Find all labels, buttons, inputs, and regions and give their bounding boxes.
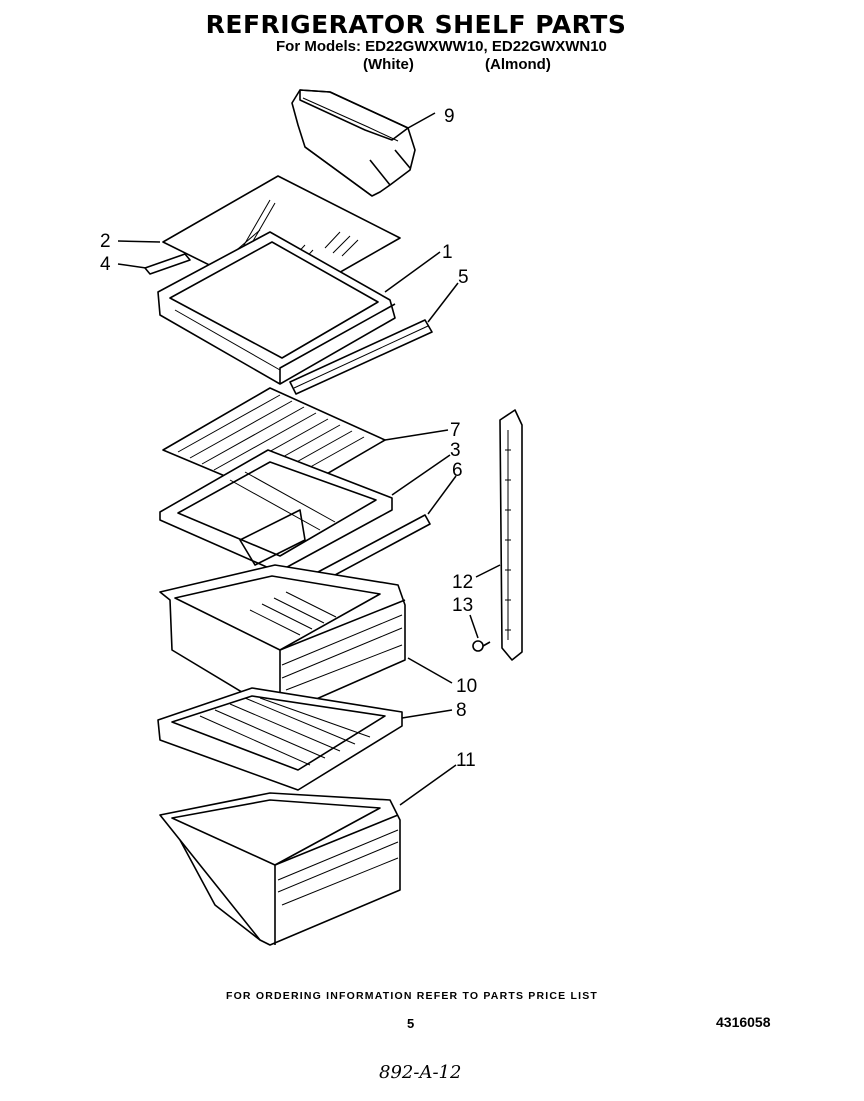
models-line: For Models: ED22GWXWW10, ED22GWXWN10 [276, 38, 607, 55]
handwritten-note: 892-A-12 [379, 1062, 462, 1083]
leader-lines [117, 112, 501, 806]
callout-12: 12 [452, 572, 473, 593]
part-5-trim-strip [289, 319, 433, 395]
part-9-door-bin [291, 89, 416, 197]
page-title: REFRIGERATOR SHELF PARTS [205, 10, 627, 39]
variant-white-label: (White) [363, 56, 414, 73]
part-10-crisper-drawer [159, 564, 406, 716]
part-3-crisper-cover-frame [159, 449, 393, 573]
callout-9: 9 [444, 106, 455, 127]
callout-6: 6 [452, 460, 463, 481]
part-12-shelf-rail [499, 409, 523, 661]
part-4-shelf-trim [144, 253, 191, 275]
callout-8: 8 [456, 700, 467, 721]
callout-13: 13 [452, 595, 473, 616]
callout-11: 11 [456, 750, 476, 771]
document-part-number: 4316058 [716, 1014, 771, 1030]
callout-1: 1 [442, 242, 453, 263]
part-13-screw [472, 640, 491, 652]
callout-10: 10 [456, 676, 477, 697]
variant-almond-label: (Almond) [485, 56, 551, 73]
callout-3: 3 [450, 440, 461, 461]
ordering-info-note: FOR ORDERING INFORMATION REFER TO PARTS … [225, 990, 599, 1002]
page-number: 5 [407, 1016, 415, 1031]
callout-4: 4 [100, 254, 111, 275]
part-1-shelf-frame [157, 231, 396, 385]
callout-5: 5 [458, 267, 469, 288]
part-8-crisper-tray [157, 687, 403, 791]
callout-2: 2 [100, 231, 111, 252]
callout-7: 7 [450, 420, 461, 441]
part-11-lower-drawer [159, 792, 401, 946]
